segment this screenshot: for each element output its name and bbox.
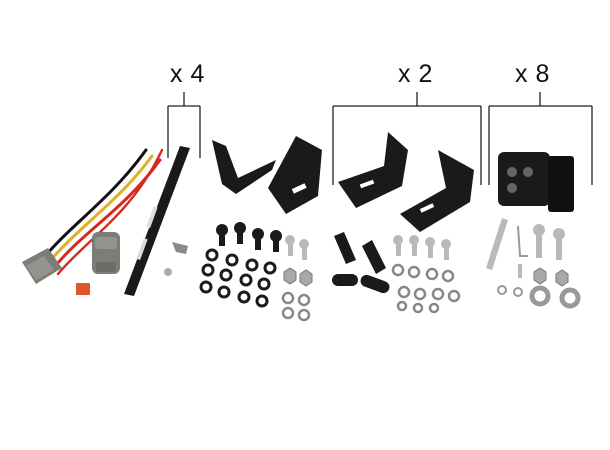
group3-nuts (533, 267, 569, 287)
vertical-mount-strip (124, 146, 190, 296)
wiring-harness (38, 148, 164, 276)
small-plates (332, 232, 390, 294)
pin-wedge (76, 283, 90, 295)
group2-bolts (393, 235, 451, 260)
bolts (285, 235, 309, 260)
long-bolt (486, 218, 508, 270)
group-bracket-x2 (332, 92, 482, 185)
group2-washers (391, 263, 461, 314)
quantity-label-x8: x 8 (515, 60, 550, 88)
nuts (281, 267, 313, 322)
l-bracket-pair-b (338, 132, 474, 232)
group-bracket-x8 (488, 92, 593, 185)
hex-key (517, 225, 528, 257)
black-screws (216, 222, 282, 252)
small-screw (164, 268, 172, 276)
quantity-label-x4: x 4 (170, 60, 205, 88)
hinge-block (498, 152, 574, 212)
washers (199, 248, 277, 308)
group3-bolts (518, 224, 565, 278)
group3-washers (497, 285, 581, 309)
small-clip (172, 242, 188, 254)
group-bracket-x4 (167, 92, 201, 158)
connector-plug (92, 232, 120, 274)
quantity-label-x2: x 2 (398, 60, 433, 88)
harness-connector (22, 248, 62, 284)
l-bracket-pair-a (212, 136, 322, 214)
